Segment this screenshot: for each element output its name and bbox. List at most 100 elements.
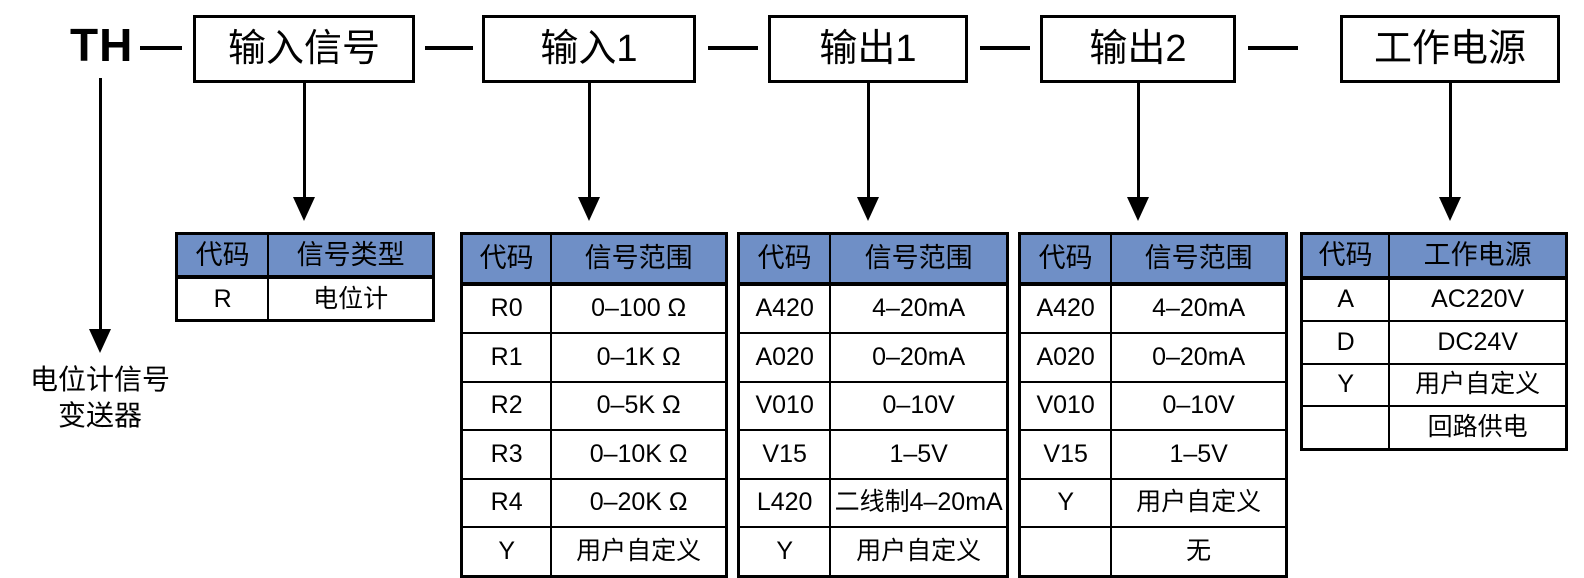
table-cell-value: AC220V bbox=[1431, 285, 1525, 314]
table-cell-value: 用户自定义 bbox=[576, 536, 702, 565]
top-box-power-supply[interactable]: 工作电源 bbox=[1340, 15, 1560, 83]
table-cell-value: 4–20mA bbox=[872, 294, 966, 323]
table-cell-code: A020 bbox=[740, 334, 832, 381]
top-box-label: 输入1 bbox=[540, 28, 638, 70]
table-cell-code: R0 bbox=[463, 285, 553, 332]
table-header-code: 代码 bbox=[1021, 235, 1113, 282]
table-header-row: 代码信号范围 bbox=[740, 235, 1006, 284]
table-cell-value: 回路供电 bbox=[1427, 412, 1528, 441]
table-cell-value: 4–20mA bbox=[1152, 294, 1246, 323]
table-cell-value: 用户自定义 bbox=[856, 536, 982, 565]
table-header-row: 代码信号范围 bbox=[463, 235, 725, 284]
separator-dash-3 bbox=[708, 46, 758, 50]
connector-arrow-input-signal-icon bbox=[293, 197, 315, 221]
connector-arrow-output2-icon bbox=[1127, 197, 1149, 221]
table-row: A420 4–20mA bbox=[740, 283, 1006, 332]
table-row: 回路供电 bbox=[1303, 405, 1565, 448]
table-cell-code: A420 bbox=[740, 285, 832, 332]
table-cell-value: 0–5K Ω bbox=[596, 391, 681, 420]
table-cell-code: R1 bbox=[463, 334, 553, 381]
table-cell-code: Y bbox=[740, 528, 832, 575]
table-cell-code: V010 bbox=[740, 382, 832, 429]
table-header-code: 代码 bbox=[178, 235, 270, 275]
top-box-output2[interactable]: 输出2 bbox=[1040, 15, 1236, 83]
top-box-label: 输出1 bbox=[819, 28, 917, 70]
table-cell-code: Y bbox=[1021, 479, 1113, 526]
table-cell-value: 0–10V bbox=[882, 391, 955, 420]
table-header-row: 代码工作电源 bbox=[1303, 235, 1565, 278]
table-header-value: 信号范围 bbox=[1112, 235, 1285, 282]
table-row: V010 0–10V bbox=[1021, 380, 1285, 429]
connector-line-input-signal bbox=[303, 83, 306, 199]
connector-arrow-output1-icon bbox=[857, 197, 879, 221]
separator-dash-5 bbox=[1248, 46, 1298, 50]
table-cell-value: 1–5V bbox=[889, 439, 948, 468]
top-box-label: 工作电源 bbox=[1373, 28, 1526, 70]
table-cell-value: 0–20K Ω bbox=[589, 488, 688, 517]
table-header-code: 代码 bbox=[1303, 235, 1391, 276]
table-cell-code: D bbox=[1303, 322, 1391, 363]
table-cell-value: 用户自定义 bbox=[1415, 370, 1541, 399]
separator-dash-1 bbox=[140, 46, 182, 50]
diagram-caption: 电位计信号 变送器 bbox=[29, 364, 170, 431]
connector-arrow-input1-icon bbox=[578, 197, 600, 221]
connector-arrow-power-supply-icon bbox=[1439, 197, 1461, 221]
table-header-value: 工作电源 bbox=[1390, 235, 1565, 276]
top-box-input-signal[interactable]: 输入信号 bbox=[193, 15, 415, 83]
table-cell-code: R2 bbox=[463, 382, 553, 429]
table-cell-value: DC24V bbox=[1437, 327, 1518, 356]
table-cell-code: Y bbox=[463, 528, 553, 575]
table-header-value: 信号类型 bbox=[269, 235, 432, 275]
table-row: R2 0–5K Ω bbox=[463, 380, 725, 429]
table-cell-code: R bbox=[178, 279, 270, 319]
table-cell-code bbox=[1021, 528, 1113, 575]
table-cell-value: 用户自定义 bbox=[1136, 488, 1262, 517]
table-row: D DC24V bbox=[1303, 320, 1565, 363]
table-row: A020 0–20mA bbox=[1021, 332, 1285, 381]
table-cell-code bbox=[1303, 407, 1391, 448]
table-cell-value: 0–20mA bbox=[1152, 342, 1246, 371]
model-prefix: TH bbox=[70, 19, 134, 71]
table-cell-value: 1–5V bbox=[1169, 439, 1228, 468]
table-row: Y 用户自定义 bbox=[463, 526, 725, 575]
table-header-value: 信号范围 bbox=[831, 235, 1006, 282]
connector-line-power-supply bbox=[1449, 83, 1452, 199]
table-cell-value: 0–10V bbox=[1162, 391, 1235, 420]
table-header-row: 代码信号类型 bbox=[178, 235, 432, 277]
top-box-input1[interactable]: 输入1 bbox=[482, 15, 696, 83]
table-cell-value: 0–100 Ω bbox=[591, 294, 687, 323]
table-cell-value: 二线制4–20mA bbox=[834, 488, 1003, 517]
table-row: Y 用户自定义 bbox=[1021, 477, 1285, 526]
table-cell-code: R3 bbox=[463, 431, 553, 478]
table-cell-code: A020 bbox=[1021, 334, 1113, 381]
table-row: A420 4–20mA bbox=[1021, 283, 1285, 332]
prefix-arrow-icon bbox=[89, 329, 111, 353]
connector-line-output2 bbox=[1137, 83, 1140, 199]
table-row: R0 0–100 Ω bbox=[463, 283, 725, 332]
table-cell-code: R4 bbox=[463, 479, 553, 526]
table-header-value: 信号范围 bbox=[552, 235, 725, 282]
table-row: V010 0–10V bbox=[740, 380, 1006, 429]
separator-dash-4 bbox=[980, 46, 1030, 50]
connector-line-output1 bbox=[867, 83, 870, 199]
top-box-output1[interactable]: 输出1 bbox=[768, 15, 968, 83]
table-cell-code: V010 bbox=[1021, 382, 1113, 429]
table-header-code: 代码 bbox=[463, 235, 553, 282]
top-box-label: 输出2 bbox=[1089, 28, 1187, 70]
table-cell-value: 无 bbox=[1186, 536, 1212, 565]
table-cell-code: A420 bbox=[1021, 285, 1113, 332]
